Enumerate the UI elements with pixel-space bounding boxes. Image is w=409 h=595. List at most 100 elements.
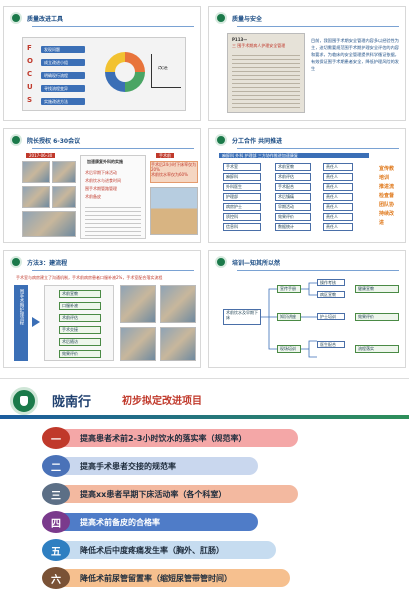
slide-president-meeting[interactable]: 院长授权 6-30会议 2017-06-30 加速康复外科的实施 术后早期下床活… — [3, 128, 201, 243]
subtitle-bar: 麻醉科 外科 护理部 三方协作推进加速康复 — [219, 153, 369, 158]
focus-letter: S — [27, 96, 33, 104]
divider — [237, 270, 399, 271]
desert-photo — [150, 187, 198, 235]
training-node: 宣传手册 — [277, 285, 301, 293]
doc-subheading: 三 围手术期病人护理安全管理 — [232, 43, 286, 48]
slide-quality-safety[interactable]: 质量与安全 P113— 三 围手术期病人护理安全管理 目前，我国围手术期安全管理… — [208, 6, 406, 121]
meeting-photo — [22, 186, 50, 208]
item-text: 提高xx患者早期下床活动率（各个科室） — [58, 485, 298, 503]
pdca-cycle-icon — [105, 52, 145, 92]
flowchart: 术前宣教 口服补液 术前评估 手术交接 术后随访 效果评价 — [44, 285, 114, 361]
hospital-name: 陇南行 — [52, 394, 92, 409]
owner-box: 责任人 — [323, 193, 353, 201]
right-arrow-icon — [32, 317, 40, 327]
flow-step: 效果评价 — [59, 350, 101, 358]
focus-letter: C — [27, 70, 33, 78]
slide-header: 方法3：建流程 — [4, 251, 200, 273]
meeting-photo — [22, 161, 50, 183]
owner-box: 责任人 — [323, 203, 353, 211]
divider — [237, 148, 399, 149]
slide-header: 质量与安全 — [209, 7, 405, 29]
item-text: 提高手术患者交接的规范率 — [58, 457, 258, 475]
slide-title: 质量改进工具 — [27, 15, 64, 23]
improvement-item[interactable]: 二 提高手术患者交接的规范率 — [42, 455, 332, 477]
hospital-logo-icon — [10, 256, 22, 268]
divider — [32, 26, 194, 27]
divider — [32, 270, 194, 271]
item-number: 一 — [42, 427, 70, 449]
bullet: 术后早期下床活动 — [85, 170, 117, 175]
hospital-logo-icon — [215, 12, 227, 24]
result-node: 健康宣教 — [355, 285, 399, 293]
improvement-item[interactable]: 六 降低术前尿管留置率（缩短尿管带管时间） — [42, 567, 332, 589]
item-text: 降低术前尿管留置率（缩短尿管带管时间） — [58, 569, 290, 587]
result-node: 效果评价 — [355, 313, 399, 321]
training-leaf: 病区宣教 — [317, 291, 345, 298]
item-text: 降低术后中度疼痛发生率（胸外、肛肠） — [58, 541, 276, 559]
item-text: 提高患者术前2-3小时饮水的落实率（规范率） — [58, 429, 298, 447]
task-box: 术前评估 — [275, 173, 311, 181]
ward-photo — [120, 327, 156, 361]
slide-header: 培训—知其所以然 — [209, 251, 405, 273]
focus-step: 成立改进小组 — [41, 59, 85, 66]
dept-box: 麻醉科 — [223, 173, 261, 181]
keyword: 培训 — [379, 175, 390, 181]
doc-heading: P113— — [232, 37, 248, 42]
training-leaf: 医生配合 — [317, 341, 345, 348]
flow-step: 术后随访 — [59, 338, 101, 346]
item-number: 六 — [42, 567, 70, 589]
owner-box: 责任人 — [323, 213, 353, 221]
doc-title: 加速康复外科的实施 — [87, 159, 123, 164]
task-box: 手术配合 — [275, 183, 311, 191]
slide-title: 培训—知其所以然 — [232, 259, 281, 267]
owner-box: 责任人 — [323, 223, 353, 231]
document-page: 加速康复外科的实施 术后早期下床活动 术前饮水与进食时间 围手术期管路管理 术前… — [80, 155, 146, 239]
slide-quality-tools[interactable]: 质量改进工具 F O C U S 发现问题 成立改进小组 明确现行流程 寻找流程… — [3, 6, 201, 121]
focus-step: 明确现行流程 — [41, 72, 85, 79]
owner-box: 责任人 — [323, 163, 353, 171]
keyword: 宣传教 — [379, 166, 395, 172]
dept-box: 质控科 — [223, 213, 261, 221]
improvement-item[interactable]: 四 提高术前备皮的合格率 — [42, 511, 332, 533]
training-node: 知识讲座 — [277, 313, 301, 321]
flow-step: 口服补液 — [59, 302, 101, 310]
slide-header: 质量改进工具 — [4, 7, 200, 29]
training-leaf: 护士培训 — [317, 313, 345, 320]
task-box: 早期活动 — [275, 203, 311, 211]
focus-letter: O — [27, 57, 33, 65]
hospital-logo-icon — [10, 387, 38, 415]
flow-step: 术前宣教 — [59, 290, 101, 298]
improvement-item[interactable]: 五 降低术后中度疼痛发生率（胸外、肛肠） — [42, 539, 332, 561]
dept-box: 信息科 — [223, 223, 261, 231]
hospital-logo-icon — [215, 256, 227, 268]
bullet: 围手术期管路管理 — [85, 186, 117, 191]
slide-teamwork[interactable]: 分工合作 共同推进 麻醉科 外科 护理部 三方协作推进加速康复 手术室 麻醉科 … — [208, 128, 406, 243]
slide-header: 分工合作 共同推进 — [209, 129, 405, 151]
slide-header: 院长授权 6-30会议 — [4, 129, 200, 151]
tree-connectors — [261, 282, 317, 358]
improvement-item[interactable]: 三 提高xx患者早期下床活动率（各个科室） — [42, 483, 332, 505]
doc-lines — [85, 204, 141, 236]
slide-training[interactable]: 培训—知其所以然 术前饮水及早期下床 宣传手册 知识讲座 现场培训 操作考核 病… — [208, 250, 406, 368]
slide-build-process[interactable]: 方法3：建流程 手术室与病房建立了沟通机制，手术前病房患者口服补液2%，手术室配… — [3, 250, 201, 368]
meeting-photo — [52, 186, 76, 208]
dept-box: 手术室 — [223, 163, 261, 171]
hospital-logo-icon — [10, 134, 22, 146]
improvement-item[interactable]: 一 提高患者术前2-3小时饮水的落实率（规范率） — [42, 427, 332, 449]
focus-panel: F O C U S 发现问题 成立改进小组 明确现行流程 寻找流程变异 实施改进… — [22, 37, 186, 111]
slide-improvement-items[interactable]: 陇南行 初步拟定改进项目 一 提高患者术前2-3小时饮水的落实率（规范率） 二 … — [0, 378, 409, 595]
focus-step: 实施改进方法 — [41, 98, 85, 105]
date-badge: 2017-06-30 — [26, 153, 56, 158]
divider — [237, 26, 399, 27]
vertical-label-box: 围手术期护理流程 — [14, 285, 28, 361]
slide-title: 分工合作 共同推进 — [232, 137, 283, 145]
focus-letter: F — [27, 44, 32, 52]
meeting-photo — [22, 211, 76, 237]
owner-box: 责任人 — [323, 183, 353, 191]
item-number: 三 — [42, 483, 70, 505]
flow-step: 术前评估 — [59, 314, 101, 322]
highlight-box: 手术后24小时下床率仅为20% 术前饮水率仅为60% — [150, 161, 198, 183]
hospital-logo-icon — [215, 134, 227, 146]
training-node: 现场培训 — [277, 345, 301, 353]
highlight-text: 手术后24小时下床率仅为20% — [151, 162, 197, 172]
